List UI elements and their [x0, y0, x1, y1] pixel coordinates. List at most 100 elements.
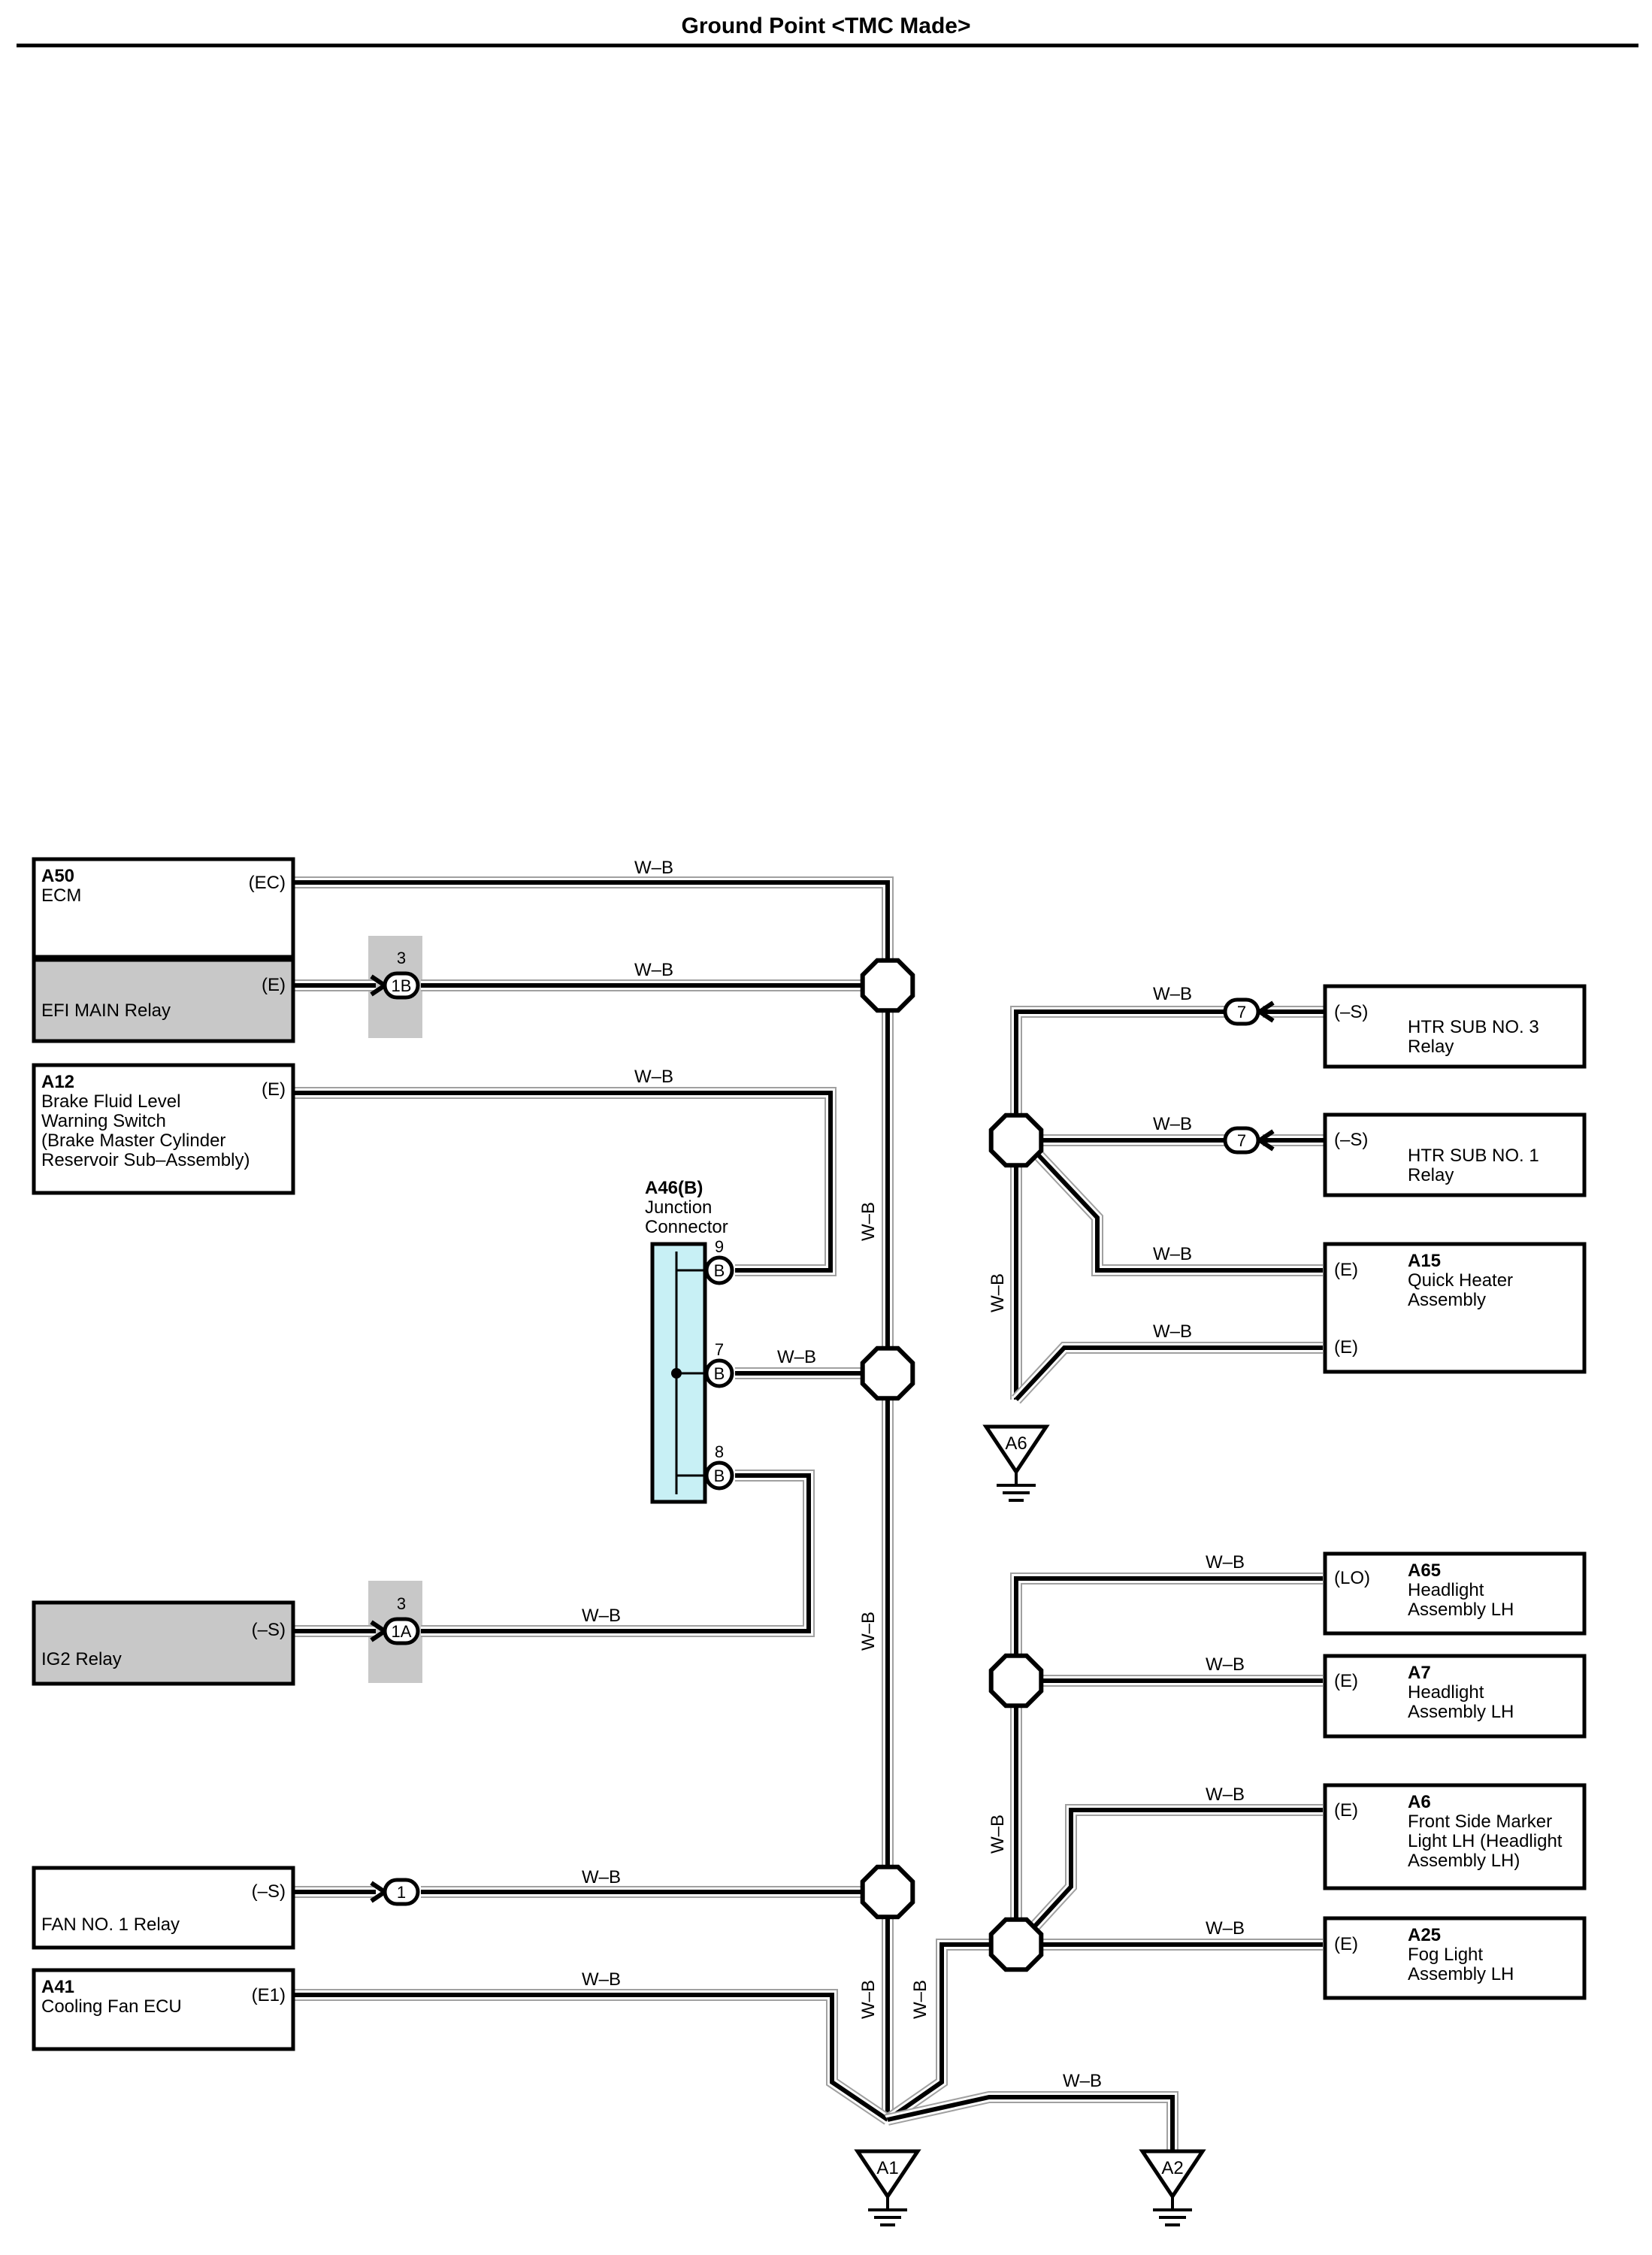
a41-name-line: Cooling Fan ECU	[41, 1996, 182, 2017]
connector-ig2-pin: 3	[397, 1594, 406, 1613]
wire-a15-2-gap	[1012, 1343, 1323, 1403]
a12-name-line: Warning Switch	[41, 1111, 166, 1131]
htr3-name-line: HTR SUB NO. 3	[1408, 1017, 1539, 1037]
wire-a15-2	[1014, 1345, 1323, 1402]
a12-name-line: Brake Fluid Level	[41, 1091, 180, 1112]
a12-box	[32, 1063, 295, 1195]
connector-efi-pin: 3	[397, 949, 406, 967]
a65-box	[1323, 1551, 1587, 1636]
a25-code: A25	[1408, 1925, 1441, 1945]
wire-a12-outline	[295, 1087, 837, 1276]
ig2-box	[32, 1600, 295, 1686]
a12-pin: (E)	[262, 1079, 286, 1100]
wire-jc8-ig2	[421, 1473, 811, 1633]
ground-a1	[854, 2149, 921, 2200]
junction-pin	[704, 1255, 734, 1285]
wire-a41-gap	[295, 1990, 891, 2123]
wire-label: W–B	[1206, 1552, 1245, 1572]
wire-a41	[295, 1993, 889, 2122]
wire-label: W–B	[1206, 1654, 1245, 1675]
junction-pin	[704, 1460, 734, 1491]
wire-htr3	[1014, 1009, 1237, 1400]
junction-code: A46(B)	[645, 1178, 703, 1198]
wire-label-vertical: W–B	[988, 1815, 1008, 1854]
junction-pin-number: 9	[715, 1237, 724, 1256]
wire-a15-1	[1035, 1152, 1323, 1273]
wire-label: W–B	[582, 1606, 621, 1626]
wire-label: W–B	[777, 1347, 816, 1367]
junction-pin-number: 8	[715, 1442, 724, 1461]
junction-pin	[704, 1358, 734, 1388]
splice-points	[370, 958, 1275, 1972]
wire-a12-gap	[295, 1088, 835, 1275]
ig2-name-line: IG2 Relay	[41, 1649, 122, 1669]
wire-label: W–B	[582, 1969, 621, 1990]
a15-box	[1323, 1242, 1587, 1374]
splice-htr	[988, 1112, 1044, 1168]
a41-pin: (E1)	[252, 1985, 286, 2005]
wire-label-vertical: W–B	[988, 1273, 1008, 1312]
wire-a6	[1027, 1808, 1323, 1934]
splice-headlight	[988, 1653, 1044, 1709]
title-rule	[17, 44, 1638, 47]
a15-pin2: (E)	[1334, 1337, 1358, 1358]
a50-code: A50	[41, 866, 74, 886]
efi-box	[32, 958, 295, 1043]
a41-code: A41	[41, 1977, 74, 1997]
connector-htr3-label: 7	[1237, 1003, 1246, 1022]
a50-name-line: ECM	[41, 885, 81, 906]
connector-fan-label: 1	[397, 1883, 406, 1902]
a6-pin: (E)	[1334, 1800, 1358, 1821]
junction-pin-number: 7	[715, 1340, 724, 1359]
wire-to-a2	[887, 2095, 1175, 2151]
wire-label-vertical: W–B	[858, 1980, 879, 2019]
connector-htr3	[1223, 997, 1260, 1026]
junction-node	[671, 1368, 682, 1379]
connector-efi	[383, 971, 420, 1000]
connector-efi-label: 1B	[392, 976, 412, 995]
wire-to-right-splice	[886, 1942, 989, 2122]
a65-code: A65	[1408, 1560, 1441, 1581]
ground-a6	[982, 1424, 1050, 1476]
a6-name-line: Front Side Marker	[1408, 1812, 1552, 1832]
a41-box	[32, 1968, 295, 2051]
wire-to-a2-outline	[886, 2091, 1178, 2151]
a12-name-line: (Brake Master Cylinder	[41, 1131, 225, 1151]
wire-label: W–B	[1153, 1321, 1192, 1342]
wire-label: W–B	[1063, 2071, 1102, 2091]
a65-name-line: Headlight	[1408, 1580, 1484, 1600]
junction-pin-letter: B	[714, 1467, 725, 1485]
htr3-pin: (–S)	[1334, 1002, 1368, 1022]
a7-pin: (E)	[1334, 1671, 1358, 1691]
ground-a2-label: A2	[1161, 2158, 1183, 2178]
component-boxes	[32, 857, 1587, 2051]
page-title: Ground Point <TMC Made>	[681, 14, 971, 38]
a7-name-line: Assembly LH	[1408, 1702, 1514, 1722]
a6-box	[1323, 1783, 1587, 1890]
fan-pin: (–S)	[252, 1881, 286, 1902]
wire-label-vertical: W–B	[858, 1202, 879, 1241]
wire-label: W–B	[634, 858, 673, 878]
a7-code: A7	[1408, 1663, 1431, 1683]
a50-box	[32, 857, 295, 959]
wire-htr3-gap	[1012, 1007, 1237, 1400]
a65-name-line: Assembly LH	[1408, 1600, 1514, 1620]
wire-label-vertical: W–B	[910, 1980, 930, 2019]
wire-label: W–B	[634, 960, 673, 980]
htr3-name-line: Relay	[1408, 1037, 1454, 1057]
a25-pin: (E)	[1334, 1934, 1358, 1954]
htr1-name-line: HTR SUB NO. 1	[1408, 1146, 1539, 1166]
a15-name-line: Assembly	[1408, 1290, 1486, 1310]
htr3-box	[1323, 984, 1587, 1069]
junction-name-line: Connector	[645, 1217, 728, 1237]
htr1-box	[1323, 1112, 1587, 1197]
wire-htr3-outline	[1010, 1006, 1237, 1400]
ground-a2	[1139, 2149, 1206, 2200]
junction-name-line: Junction	[645, 1197, 712, 1218]
a25-box	[1323, 1916, 1587, 2000]
a7-box	[1323, 1654, 1587, 1739]
splice-fog	[988, 1917, 1044, 1972]
wire-a12	[295, 1091, 833, 1273]
wire-a41-outline	[295, 1989, 891, 2125]
